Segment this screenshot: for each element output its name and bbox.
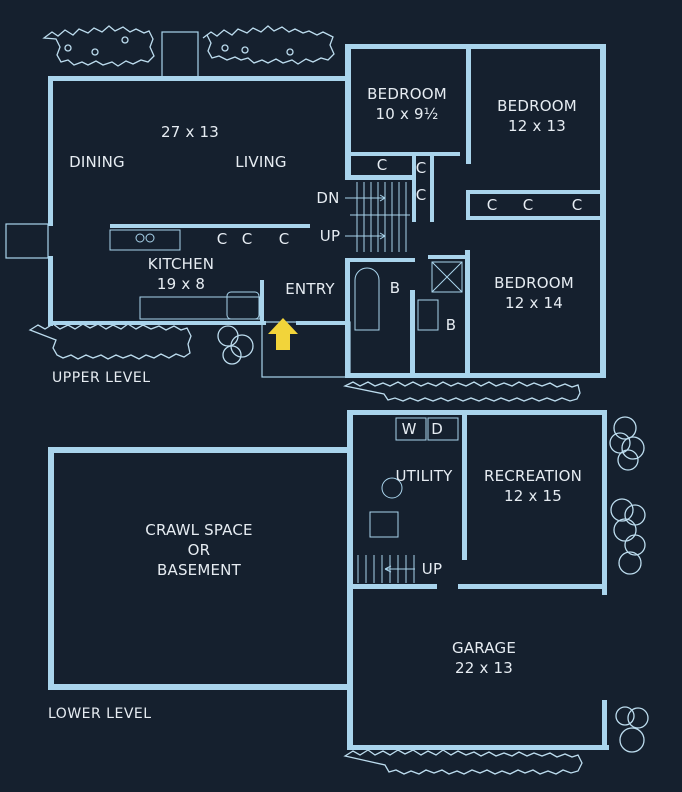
garage-dims: 22 x 13 [455, 659, 513, 677]
garage-name: GARAGE [452, 639, 516, 657]
bedroom2-label: BEDROOM 12 x 13 [497, 96, 577, 136]
stairs-up-label: UP [319, 227, 341, 245]
bedroom3-label: BEDROOM 12 x 14 [494, 273, 574, 313]
crawl-line2: OR [187, 541, 211, 559]
living-label: LIVING [235, 153, 287, 171]
dryer-label: D [431, 420, 443, 438]
entry-label: ENTRY [285, 280, 335, 298]
bedroom1-name: BEDROOM [367, 85, 447, 103]
upper-level-label: UPPER LEVEL [52, 370, 151, 386]
lower-stairs-up-label: UP [421, 560, 443, 578]
closet-label: C [415, 186, 427, 204]
bath1-label: B [389, 279, 401, 297]
garage-label: GARAGE 22 x 13 [452, 638, 516, 678]
crawl-line1: CRAWL SPACE [145, 521, 253, 539]
washer-label: W [401, 420, 417, 438]
closet-label: C [571, 196, 583, 214]
crawl-line3: BASEMENT [157, 561, 241, 579]
entry-arrow-icon [268, 318, 298, 350]
walls [48, 44, 609, 750]
bedroom3-dims: 12 x 14 [504, 294, 563, 312]
bedroom1-label: BEDROOM 10 x 9½ [367, 84, 447, 124]
kitchen-dims: 19 x 8 [156, 275, 206, 293]
recreation-dims: 12 x 15 [503, 487, 562, 505]
living-dining-dims: 27 x 13 [161, 123, 219, 141]
closet-label: C [278, 230, 290, 248]
stairs-down-label: DN [316, 189, 340, 207]
closet-label: C [415, 159, 427, 177]
utility-label: UTILITY [395, 467, 453, 485]
lower-level-label: LOWER LEVEL [48, 706, 152, 722]
bedroom2-dims: 12 x 13 [507, 117, 566, 135]
bedroom2-name: BEDROOM [497, 97, 577, 115]
closet-label: C [376, 156, 388, 174]
bedroom1-dims: 10 x 9½ [375, 105, 439, 123]
stairs [345, 182, 415, 583]
recreation-label: RECREATION 12 x 15 [484, 466, 582, 506]
bath2-label: B [445, 316, 457, 334]
recreation-name: RECREATION [484, 467, 582, 485]
closet-label: C [522, 196, 534, 214]
kitchen-name: KITCHEN [147, 255, 215, 273]
dining-label: DINING [69, 153, 125, 171]
closet-label: C [486, 196, 498, 214]
fixtures [109, 229, 463, 538]
crawl-space-label: CRAWL SPACE OR BASEMENT [145, 520, 252, 580]
shrub-icon [28, 25, 649, 775]
closet-label: C [216, 230, 228, 248]
kitchen-label: KITCHEN 19 x 8 [148, 254, 214, 294]
bedroom3-name: BEDROOM [494, 274, 574, 292]
closet-label: C [241, 230, 253, 248]
